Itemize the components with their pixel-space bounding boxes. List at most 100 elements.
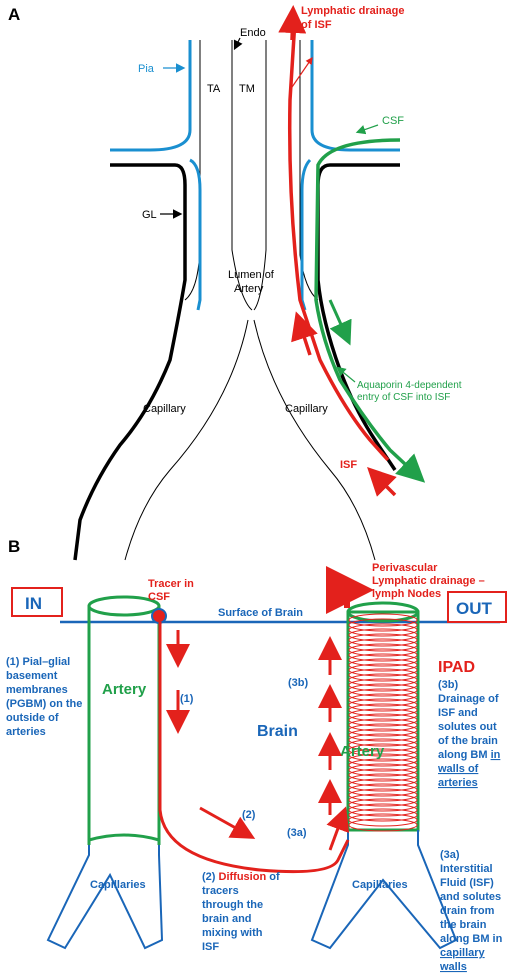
coil-loop xyxy=(348,643,418,657)
perivascular-label-3: lymph Nodes xyxy=(372,588,441,600)
coil-loop xyxy=(348,673,418,687)
coil-loop xyxy=(348,768,418,782)
coil-loop xyxy=(348,773,418,787)
note3b-line: along BM in xyxy=(438,749,501,761)
note3a-line: (3a) xyxy=(440,849,460,861)
step2-label: (2) xyxy=(242,809,256,821)
perivascular-label-2: Lymphatic drainage – xyxy=(372,575,485,587)
note3a-line: Interstitial xyxy=(440,863,493,875)
diffusion-path xyxy=(158,622,350,874)
brain-label: Brain xyxy=(257,723,298,740)
coil-loop xyxy=(348,628,418,642)
tracer-dot xyxy=(151,608,167,624)
isf-label: ISF xyxy=(340,459,357,471)
note2-line: through the xyxy=(202,899,263,911)
coil-loop xyxy=(348,638,418,652)
endo-label: Endo xyxy=(240,27,266,39)
lymph-label-1: Lymphatic drainage xyxy=(301,5,405,17)
diffusion-arrow xyxy=(199,806,256,839)
note2-line: mixing with xyxy=(202,927,263,939)
coil-loop xyxy=(348,618,418,632)
coil-loop xyxy=(348,783,418,797)
tracer-label-1: Tracer in xyxy=(148,578,194,590)
note3b-line: (3b) xyxy=(438,679,459,691)
coil-loop xyxy=(348,718,418,732)
note3b-line: of the brain xyxy=(438,735,498,747)
note3a-line: Fluid (ISF) xyxy=(440,877,494,889)
glia-limitans xyxy=(73,163,400,561)
coil-loop xyxy=(348,648,418,662)
coil-loop xyxy=(348,763,418,777)
step3b-label: (3b) xyxy=(288,677,309,689)
note3a-line: along BM in xyxy=(440,933,503,945)
ta-label: TA xyxy=(207,83,221,95)
coil-loop xyxy=(348,798,418,812)
note1-line: (PGBM) on the xyxy=(6,698,82,710)
surface-label: Surface of Brain xyxy=(218,607,303,619)
right-artery xyxy=(346,601,420,832)
coil-loop xyxy=(348,693,418,707)
step1-label: (1) xyxy=(180,693,194,705)
ipad-label: IPAD xyxy=(438,659,475,676)
entry-arrow xyxy=(326,806,350,851)
coil-loop xyxy=(348,683,418,697)
lymph-label-2: of ISF xyxy=(301,19,332,31)
note2-line-1: (2) Diffusion of xyxy=(202,871,280,883)
out-label: OUT xyxy=(456,599,493,618)
panel-b: B Surface of Brain IN OUT Artery Capilla… xyxy=(6,537,507,973)
coil-loop xyxy=(348,793,418,807)
csf-label: CSF xyxy=(382,115,404,127)
panel-a-letter: A xyxy=(8,5,20,24)
capillary-right-label: Capillary xyxy=(285,403,328,415)
left-artery xyxy=(87,595,161,845)
isf-up-arrow-2 xyxy=(367,467,397,497)
note1-line: arteries xyxy=(6,726,46,738)
coil-loop xyxy=(348,658,418,672)
note3b-line: ISF and xyxy=(438,707,478,719)
note-2: (2) Diffusion of tracers through the bra… xyxy=(202,871,280,953)
note1-line: (1) Pial–glial xyxy=(6,656,70,668)
note2-line: tracers xyxy=(202,885,239,897)
capillaries-left-label: Capillaries xyxy=(90,879,146,891)
note3a-line: capillary xyxy=(440,947,486,959)
isf-up-arrow-1 xyxy=(291,311,318,356)
note1-line: membranes xyxy=(6,684,68,696)
artery-wall-thin-lines xyxy=(124,40,376,561)
right-capillaries xyxy=(310,830,458,950)
panel-b-letter: B xyxy=(8,537,20,556)
note3b-span-underlined: in xyxy=(491,749,501,761)
note2-line: ISF xyxy=(202,941,219,953)
coil-loop xyxy=(348,708,418,722)
coil-loop xyxy=(348,678,418,692)
coil-loop xyxy=(348,653,418,667)
capillaries-right-label: Capillaries xyxy=(352,879,408,891)
coil-loop xyxy=(348,728,418,742)
lymph-drainage-arrow xyxy=(278,5,307,41)
note2-red: Diffusion xyxy=(219,871,267,883)
coil-loop xyxy=(348,723,418,737)
csf-path xyxy=(314,138,426,483)
note-3b: (3b) Drainage of ISF and solutes out of … xyxy=(437,679,501,789)
coil-loop xyxy=(348,743,418,757)
out-box xyxy=(447,591,507,623)
coil-loop xyxy=(348,668,418,682)
coil-loop xyxy=(348,748,418,762)
perivascular-label-1: Perivascular xyxy=(372,562,438,574)
right-artery-coil xyxy=(348,613,418,832)
coil-loop xyxy=(348,713,418,727)
note2-suffix: of xyxy=(266,871,280,883)
tm-label: TM xyxy=(239,83,255,95)
lumen-label-2: Artery xyxy=(234,283,264,295)
coil-loop xyxy=(348,758,418,772)
coil-loop xyxy=(348,733,418,747)
aqp-pointer xyxy=(336,366,356,383)
note3a-line: walls xyxy=(439,961,467,973)
pia-label: Pia xyxy=(138,63,155,75)
gl-label: GL xyxy=(142,209,157,221)
coil-loop xyxy=(348,698,418,712)
in-box xyxy=(11,587,63,617)
note3a-line: drain from xyxy=(440,905,495,917)
lumen-label-1: Lumen of xyxy=(228,269,275,281)
coil-loop xyxy=(348,703,418,717)
